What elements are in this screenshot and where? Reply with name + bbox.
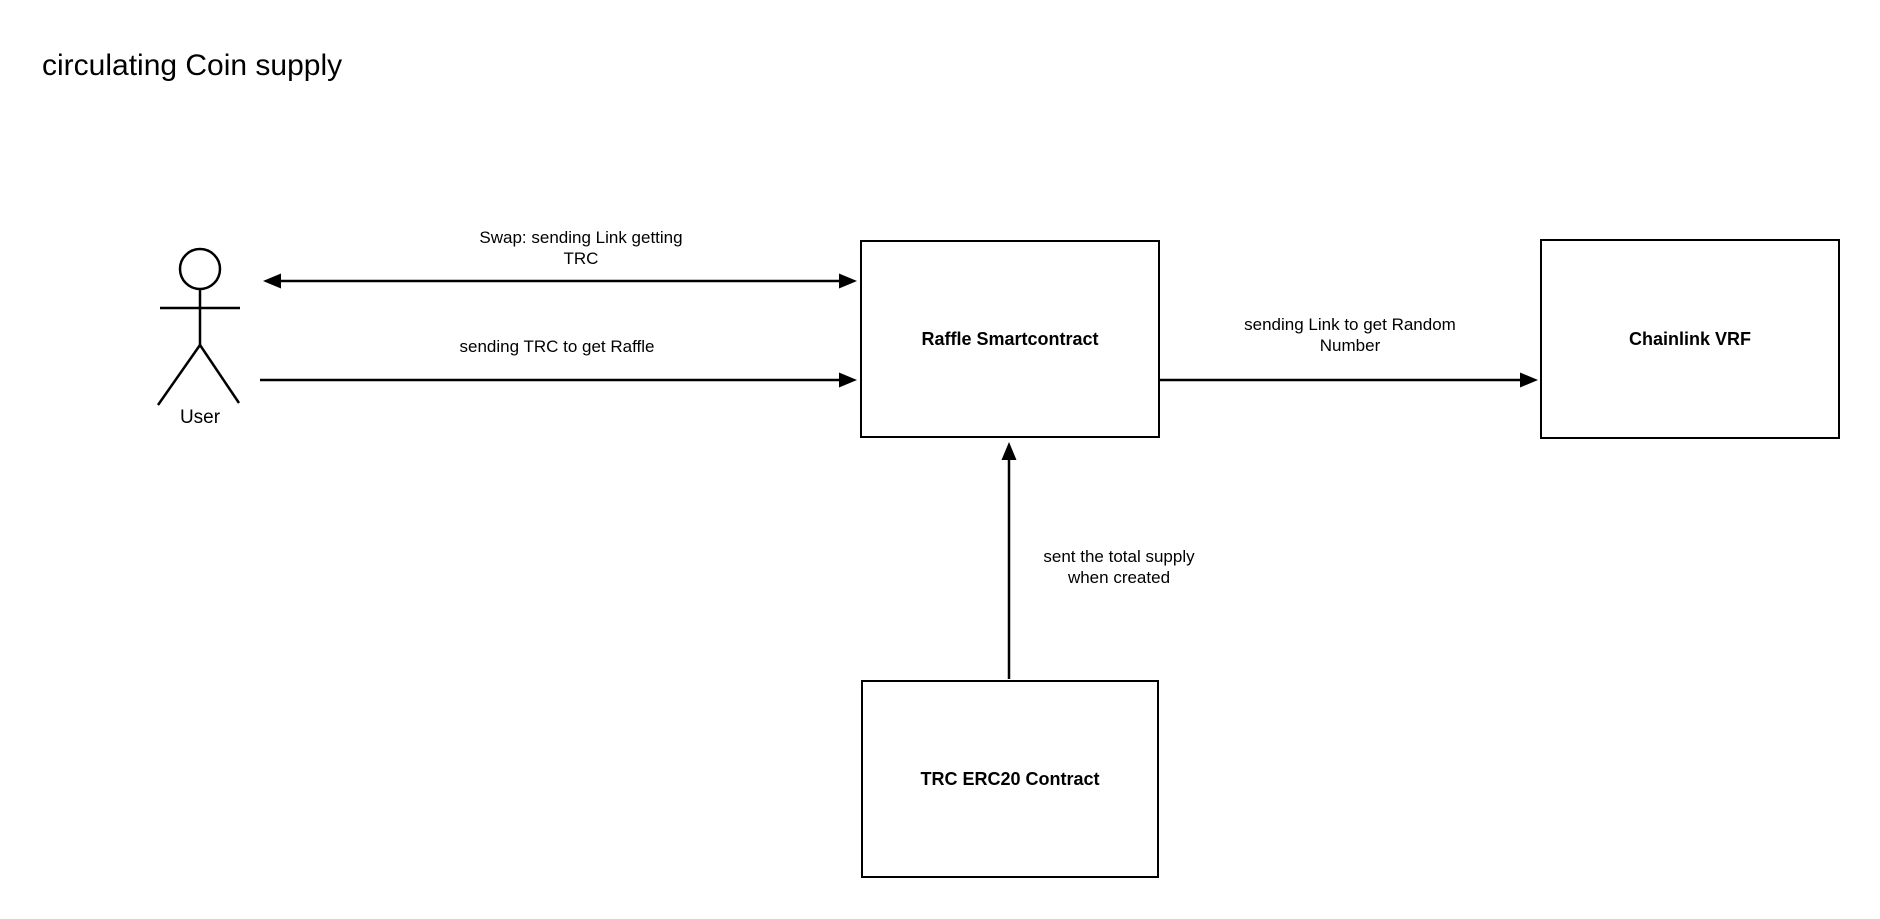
edge-label-line: sending Link to get Random (1244, 315, 1456, 334)
node-label: Raffle Smartcontract (921, 329, 1099, 349)
node-label: Chainlink VRF (1628, 329, 1751, 349)
edge-label-swap: Swap: sending Link getting TRC (431, 227, 731, 269)
arrow-swap-link-trc (263, 273, 857, 289)
node-chainlink-vrf: Chainlink VRF (1540, 239, 1840, 439)
actor-head (178, 247, 222, 291)
edge-label-line: sending TRC to get Raffle (459, 337, 655, 356)
edge-label-send-trc: sending TRC to get Raffle (407, 336, 707, 357)
actor-label: User (179, 407, 221, 428)
edge-label-total-supply: sent the total supply when created (969, 546, 1269, 588)
edge-label-send-link: sending Link to get Random Number (1200, 314, 1500, 356)
actor-left-leg (156, 344, 202, 406)
edge-label-line: sent the total supply (1043, 547, 1195, 566)
user-actor-icon (156, 247, 241, 406)
actor-right-leg (198, 344, 241, 404)
edge-label-line: TRC (563, 249, 599, 268)
edge-label-line: Swap: sending Link getting (479, 228, 683, 247)
arrow-send-trc (260, 372, 857, 388)
page-title: circulating Coin supply (42, 49, 343, 82)
arrow-send-link (1160, 372, 1538, 388)
node-trc-erc20-contract: TRC ERC20 Contract (861, 680, 1159, 878)
edge-label-line: when created (1067, 568, 1171, 587)
node-label: TRC ERC20 Contract (920, 769, 1100, 789)
edge-label-line: Number (1319, 336, 1381, 355)
node-raffle-smartcontract: Raffle Smartcontract (860, 240, 1160, 438)
